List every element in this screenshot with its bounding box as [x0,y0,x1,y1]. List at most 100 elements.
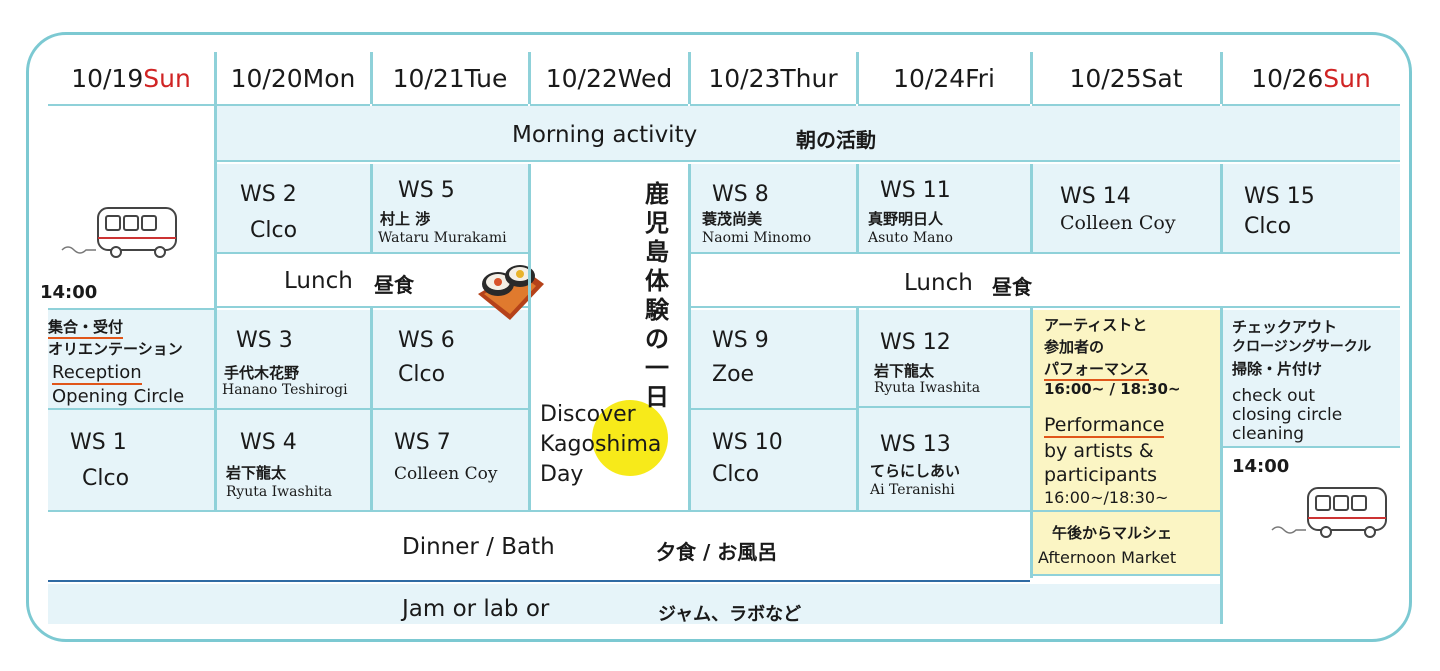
ws10-cell: WS 10 Clco [690,410,856,512]
ws5-cell: WS 5 村上 渉 Wataru Murakami [372,164,528,252]
highlight-circle [592,400,668,476]
sushi-roll-icon [478,265,544,320]
departure-time: 14:00 [1232,456,1290,477]
ws4-jp: 岩下龍太 [226,464,287,482]
divider [688,52,691,104]
ws1-cell: WS 1 Clco [48,410,214,512]
ws13-jp: てらにしあい [870,462,961,480]
day-header-1025: 10/25 Sat [1032,52,1220,106]
kagoshima-day-cell: 鹿児島体験の一日 Discover Kagoshima Day [530,164,688,512]
ws2-cell: WS 2 Clco [216,164,370,252]
jam-lab-row: Jam or lab or ジャム、ラボなど [48,584,1220,625]
morning-jp: 朝の活動 [796,128,876,152]
ws1-name: Clco [82,466,130,491]
ws12-en: Ryuta Iwashita [874,380,981,396]
ws6-cell: WS 6 Clco [372,310,528,410]
ws10-name: Clco [712,462,760,487]
checkout-jp1: チェックアウト [1232,318,1338,336]
day-header-1019: 10/19 Sun [48,52,214,106]
divider [688,164,691,512]
checkout-jp3: 掃除・片付け [1232,360,1323,378]
day-header-1024: 10/24 Fri [858,52,1030,106]
ws8-en: Naomi Minomo [702,230,812,246]
ws7-cell: WS 7 Colleen Coy [372,410,528,512]
ws12-jp: 岩下龍太 [874,362,935,380]
ws8-title: WS 8 [712,182,769,207]
lunch-left-en: Lunch [284,268,353,294]
checkout-en3: cleaning [1232,424,1305,444]
ws3-jp: 手代木花野 [224,364,300,382]
ws4-title: WS 4 [240,430,297,455]
performance-time-en: 16:00~/18:30~ [1044,488,1169,507]
divider [856,52,859,104]
kagoshima-en: Kagoshima [540,432,662,457]
ws9-name: Zoe [712,362,755,387]
performance-en3: participants [1044,464,1158,486]
ws4-cell: WS 4 岩下龍太 Ryuta Iwashita [216,410,370,512]
performance-jp1: アーティストと [1044,316,1148,334]
lunch-left-row: Lunch 昼食 [216,252,528,308]
ws14-title: WS 14 [1060,184,1131,209]
bus-icon [1271,487,1387,538]
ws10-title: WS 10 [712,430,783,455]
checkout-en1: check out [1232,386,1316,406]
ws6-name: Clco [398,362,446,387]
day-header-1023: 10/23 Thur [690,52,856,106]
ws3-cell: WS 3 手代木花野 Hanano Teshirogi [216,310,370,410]
performance-en2: by artists & [1044,440,1154,462]
divider [1030,164,1033,252]
ws15-title: WS 15 [1244,184,1315,209]
ws13-cell: WS 13 てらにしあい Ai Teranishi [858,408,1030,512]
ws11-jp: 真野明日人 [868,210,944,228]
arrival-time: 14:00 [40,282,98,303]
orientation-jp: オリエンテーション [48,340,183,358]
performance-jp2: 参加者の [1044,338,1105,356]
lunch-right-row: Lunch 昼食 [690,252,1400,308]
divider [214,52,217,512]
performance-jp3: パフォーマンス [1044,358,1149,381]
ws14-cell: WS 14 Colleen Coy [1032,164,1220,252]
market-jp: 午後からマルシェ [1052,524,1173,542]
jam-en: Jam or lab or [402,596,550,622]
ws6-title: WS 6 [398,328,455,353]
day-header-1026: 10/26 Sun [1222,52,1400,106]
divider [370,308,373,512]
performance-cell: アーティストと 参加者の パフォーマンス 16:00~ / 18:30~ Per… [1032,310,1220,512]
day-header-1022: 10/22 Wed [530,52,688,106]
day-header-1021: 10/21 Tue [372,52,528,106]
ws8-cell: WS 8 蓑茂尚美 Naomi Minomo [690,164,856,252]
morning-en: Morning activity [512,122,698,148]
ws1-title: WS 1 [70,430,127,455]
ws2-title: WS 2 [240,182,297,207]
divider [528,52,531,104]
discover-en: Discover [540,402,636,427]
ws5-jp: 村上 渉 [380,210,431,228]
sun19-reception: 集合・受付 オリエンテーション Reception Opening Circle [48,308,214,410]
ws5-en: Wataru Murakami [378,230,507,246]
lunch-right-en: Lunch [904,270,973,296]
checkout-en2: closing circle [1232,405,1343,425]
schedule-frame [26,32,1412,642]
kagoshima-jp-vertical: 鹿児島体験の一日 [645,180,669,411]
dinner-bath-row: Dinner / Bath 夕食 / お風呂 [48,512,1030,582]
checkout-cell: チェックアウト クロージングサークル 掃除・片付け check out clos… [1222,310,1400,448]
dinner-jp: 夕食 / お風呂 [656,540,778,564]
divider [1030,308,1033,578]
ws11-en: Asuto Mano [868,230,953,246]
day-en: Day [540,462,584,487]
ws12-cell: WS 12 岩下龍太 Ryuta Iwashita [858,310,1030,408]
market-en: Afternoon Market [1038,548,1177,567]
ws4-en: Ryuta Iwashita [226,484,333,500]
ws3-title: WS 3 [236,328,293,353]
ws2-name: Clco [250,218,298,243]
reception-en: Reception [52,362,142,385]
ws7-title: WS 7 [394,430,451,455]
divider [856,164,859,252]
ws14-en: Colleen Coy [1060,212,1176,234]
ws5-title: WS 5 [398,178,455,203]
ws9-title: WS 9 [712,328,769,353]
ws3-en: Hanano Teshirogi [222,382,348,398]
divider [1030,52,1033,104]
ws13-en: Ai Teranishi [870,482,955,498]
sun19-arrival: 14:00 [40,106,214,308]
